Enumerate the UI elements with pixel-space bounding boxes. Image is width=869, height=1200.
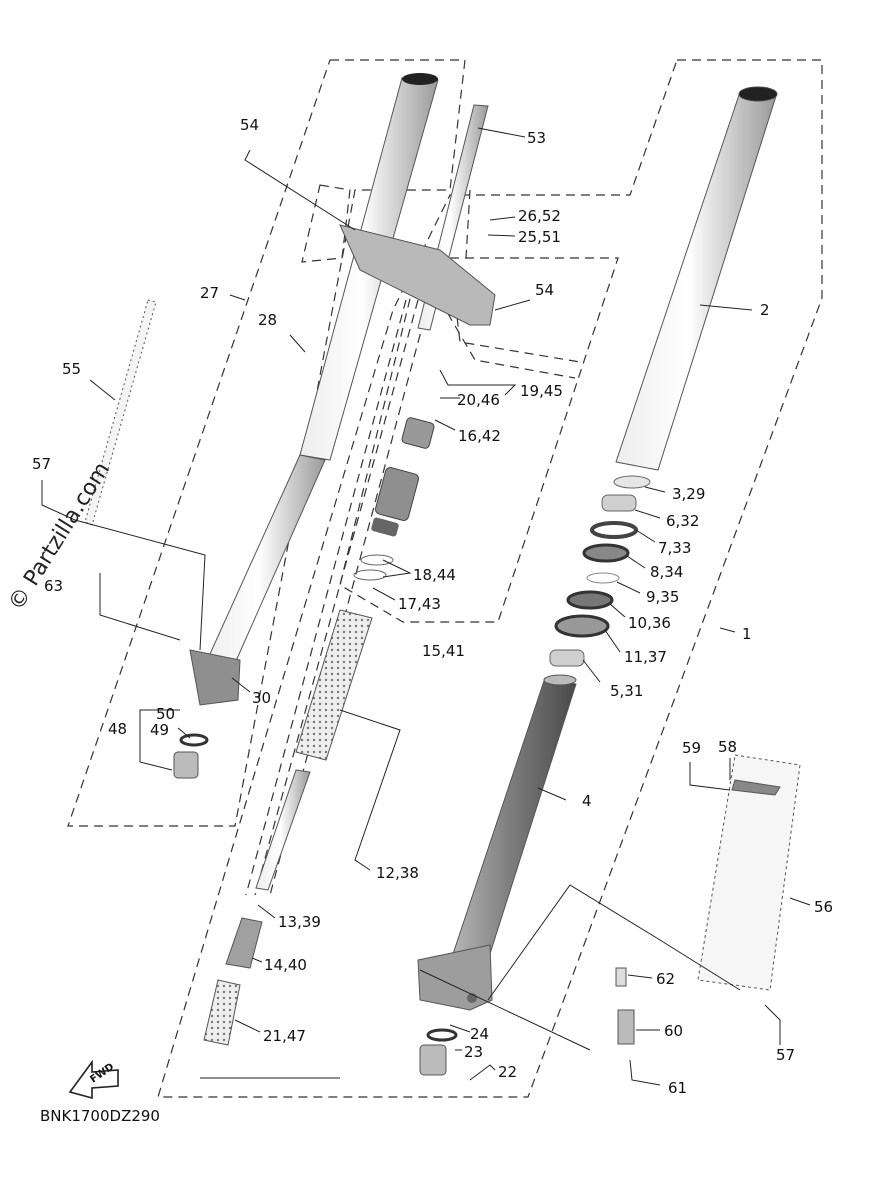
callout-3-29: 3,29 <box>672 485 705 503</box>
group-outline-inner <box>339 257 619 623</box>
axle-bracket-part <box>417 944 493 1011</box>
callout-54-top: 54 <box>240 116 259 134</box>
callout-6-32: 6,32 <box>666 512 699 530</box>
callout-8-34: 8,34 <box>650 563 683 581</box>
callout-48: 48 <box>108 720 127 738</box>
callout-28: 28 <box>258 311 277 329</box>
callout-30: 30 <box>252 689 271 707</box>
cap-48-part <box>173 733 209 779</box>
callout-18-44: 18,44 <box>413 566 456 584</box>
callout-14-40: 14,40 <box>264 956 307 974</box>
callout-22: 22 <box>498 1063 517 1081</box>
collar-part <box>225 917 263 969</box>
damper-internals-part <box>353 417 435 581</box>
spring-21-part <box>203 979 241 1046</box>
cartridge-part <box>295 609 373 761</box>
callout-21-47: 21,47 <box>263 1027 306 1045</box>
callout-27: 27 <box>200 284 219 302</box>
callout-58: 58 <box>718 738 737 756</box>
callout-24: 24 <box>470 1025 489 1043</box>
callout-19-45: 19,45 <box>520 382 563 400</box>
callout-54-mid: 54 <box>535 281 554 299</box>
cartridge-rod-part <box>255 769 311 891</box>
group-outline-right <box>157 59 823 1098</box>
cap-22-part <box>419 1028 458 1076</box>
callout-59: 59 <box>682 739 701 757</box>
callout-10-36: 10,36 <box>628 614 671 632</box>
callout-62: 62 <box>656 970 675 988</box>
callout-16-42: 16,42 <box>458 427 501 445</box>
group-outline-left <box>67 59 466 827</box>
callout-56: 56 <box>814 898 833 916</box>
callout-17-43: 17,43 <box>398 595 441 613</box>
inner-tube-part <box>444 674 577 986</box>
callout-57-left: 57 <box>32 455 51 473</box>
outer-tube-part <box>615 86 778 471</box>
group-outline-clamp <box>301 184 351 263</box>
callout-12-38: 12,38 <box>376 864 419 882</box>
diagram-code: BNK1700DZ290 <box>40 1107 160 1125</box>
callout-49: 49 <box>150 721 169 739</box>
callout-57-right: 57 <box>776 1046 795 1064</box>
group-outline-link <box>449 257 581 363</box>
callout-4: 4 <box>582 792 592 810</box>
callout-20-46: 20,46 <box>457 391 500 409</box>
callout-25-51: 25,51 <box>518 228 561 246</box>
callout-13-39: 13,39 <box>278 913 321 931</box>
group-outline-link2 <box>439 299 576 379</box>
callout-55: 55 <box>62 360 81 378</box>
bolts-60-62-part <box>615 967 635 1045</box>
leader-lines <box>41 127 811 1086</box>
upper-bracket-part <box>339 224 496 326</box>
callout-1: 1 <box>742 625 752 643</box>
callout-50: 50 <box>156 705 175 723</box>
callout-61: 61 <box>668 1079 687 1097</box>
callout-11-37: 11,37 <box>624 648 667 666</box>
callout-53: 53 <box>527 129 546 147</box>
callout-5-31: 5,31 <box>610 682 643 700</box>
callout-2: 2 <box>760 301 770 319</box>
seal-rings-stack <box>549 475 651 667</box>
callout-26-52: 26,52 <box>518 207 561 225</box>
callout-23: 23 <box>464 1043 483 1061</box>
callout-9-35: 9,35 <box>646 588 679 606</box>
callout-15-41: 15,41 <box>422 642 465 660</box>
callout-63: 63 <box>44 577 63 595</box>
callout-60: 60 <box>664 1022 683 1040</box>
fwd-arrow-icon: FWD <box>68 1059 119 1100</box>
callout-7-33: 7,33 <box>658 539 691 557</box>
guard-56-part <box>697 754 801 991</box>
